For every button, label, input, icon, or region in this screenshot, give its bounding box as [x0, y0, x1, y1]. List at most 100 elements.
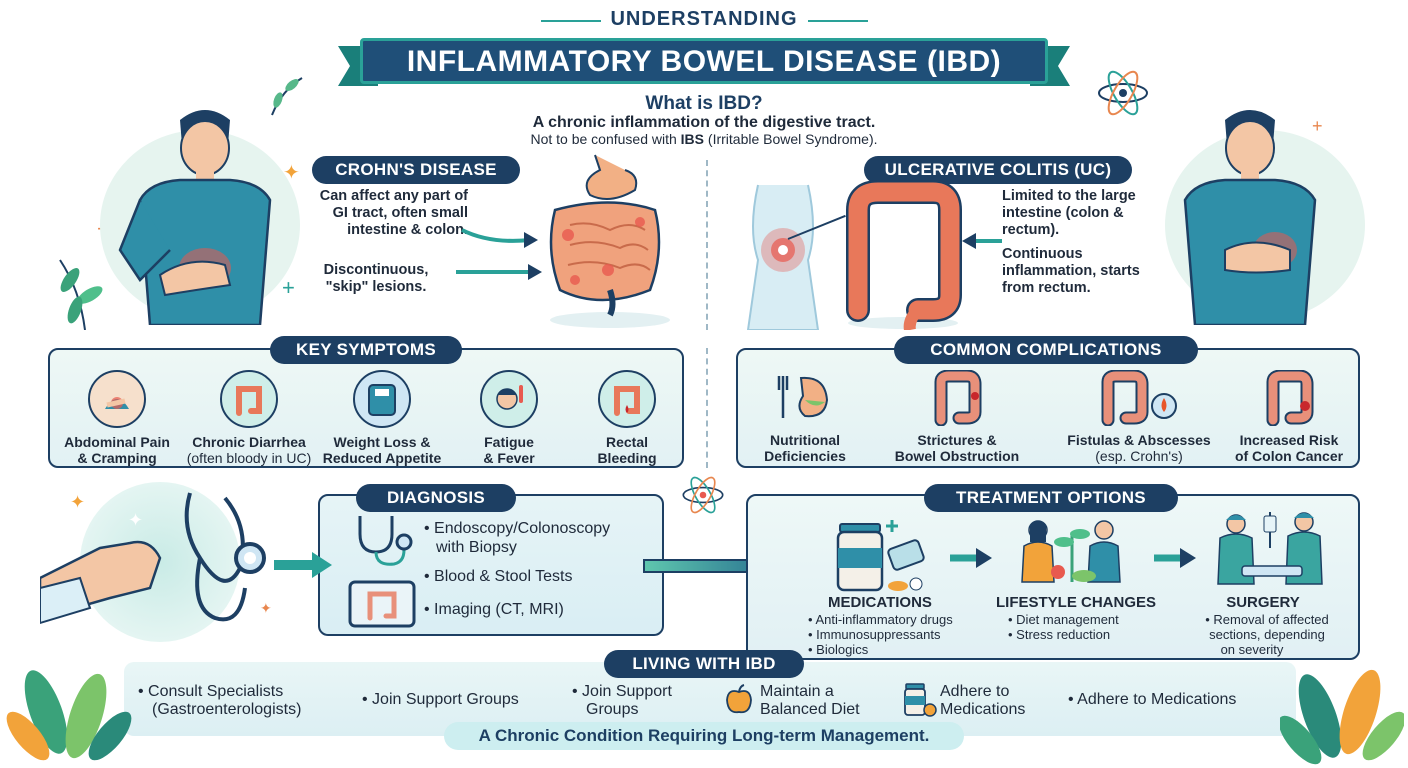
gi-tract-crohns-illustration	[549, 154, 670, 328]
symptom-line1: Weight Loss &	[333, 434, 431, 450]
colon-uc-illustration	[846, 180, 962, 330]
medication-bottle-icon	[836, 520, 925, 592]
scale-icon	[353, 370, 411, 428]
plant-right-icon	[1280, 669, 1404, 765]
arrow-right-icon	[461, 228, 538, 248]
complication-line2: (esp. Crohn's)	[1095, 448, 1183, 464]
key-symptoms-title: KEY SYMPTOMS	[270, 336, 462, 364]
leaf-icon	[59, 259, 103, 330]
symptom-line2: & Fever	[483, 450, 535, 466]
surgery-item: on severity	[1220, 642, 1284, 657]
uc-point-2: Continuous inflammation, starts from rec…	[1002, 246, 1140, 296]
arrow-right-icon	[274, 552, 332, 578]
medication-bottle-icon	[904, 683, 937, 717]
treatment-title: TREATMENT OPTIONS	[924, 484, 1178, 512]
lifestyle-title: LIFESTYLE CHANGES	[995, 594, 1156, 611]
symptom-line2: Reduced Appetite	[322, 450, 442, 466]
diagnosis-item-endoscopy-cont: with Biopsy	[436, 539, 517, 556]
living-item-support-groups: • Join Support Groups	[362, 691, 519, 709]
fork-stomach-icon	[777, 376, 829, 418]
right-person-illustration	[1155, 100, 1385, 325]
leaf-icon	[271, 77, 303, 116]
complication-line1: Fistulas & Abscesses	[1067, 432, 1211, 448]
living-item-line1: • Adhere to Medications	[1068, 691, 1237, 708]
bleeding-colon-icon	[598, 370, 656, 428]
title-ribbon	[360, 38, 1048, 84]
living-item-line1: Maintain a	[760, 683, 834, 700]
complication-fistulas: Fistulas & Abscesses (esp. Crohn's)	[1054, 370, 1224, 464]
living-item-specialists: • Consult Specialists (Gastroenterologis…	[138, 683, 301, 719]
surgery-item: • Removal of affected	[1205, 612, 1329, 627]
ulcerative-colitis-label: ULCERATIVE COLITIS (UC)	[864, 156, 1132, 184]
footer-banner: A Chronic Condition Requiring Long-term …	[444, 722, 964, 750]
atom-icon	[682, 476, 724, 514]
sparkle-icon: ✦	[128, 510, 144, 530]
header-kicker-line-left	[541, 20, 601, 22]
sparkle-icon: ✦	[260, 600, 272, 616]
living-item-line2: Groups	[586, 701, 639, 718]
medications-item: • Immunosuppressants	[808, 627, 941, 642]
symptom-line2: (often bloody in UC)	[186, 450, 312, 466]
symptom-line1: Abdominal Pain	[64, 434, 170, 450]
complication-nutritional: Nutritional Deficiencies	[730, 370, 880, 464]
symptom-chronic-diarrhea: Chronic Diarrhea (often bloody in UC)	[174, 370, 324, 466]
imaging-monitor-icon	[348, 580, 416, 628]
medications-item: • Biologics	[808, 642, 869, 657]
thermometer-face-icon	[480, 370, 538, 428]
ibs-note-suffix: (Irritable Bowel Syndrome).	[704, 131, 878, 147]
symptom-line1: Fatigue	[484, 434, 534, 450]
symptom-line1: Chronic Diarrhea	[192, 434, 306, 450]
plus-icon: +	[1312, 116, 1323, 136]
abdominal-pain-icon	[88, 370, 146, 428]
diagnosis-item-blood-tests: • Blood & Stool Tests	[424, 568, 573, 585]
section-divider	[706, 348, 708, 468]
diagnosis-title: DIAGNOSIS	[356, 484, 516, 512]
plant-left-icon	[6, 670, 132, 761]
living-item-line1: • Join Support	[572, 683, 672, 700]
complication-line1: Increased Risk	[1239, 432, 1339, 448]
left-person-illustration	[59, 100, 300, 330]
crohns-point-1: Can affect any part of GI tract, often s…	[319, 188, 468, 238]
header-kicker: UNDERSTANDING	[610, 8, 798, 30]
surgery-item: sections, depending	[1209, 627, 1325, 642]
colon-icon	[220, 370, 278, 428]
hand-stethoscope-illustration	[40, 492, 266, 625]
living-item-line2: (Gastroenterologists)	[152, 701, 302, 718]
crohns-disease-label: CROHN'S DISEASE	[312, 156, 520, 184]
complication-colon-cancer: Increased Risk of Colon Cancer	[1214, 370, 1364, 464]
lifestyle-illustration	[1021, 520, 1121, 583]
arrow-right-icon	[950, 548, 992, 568]
symptom-fatigue: Fatigue & Fever	[434, 370, 584, 466]
surgery-title: SURGERY	[1226, 594, 1300, 611]
apple-icon	[726, 684, 752, 714]
what-is-ibd-heading: What is IBD?	[645, 93, 763, 114]
living-item-support-groups-2: • Join Support Groups	[572, 683, 672, 719]
complication-line2: Deficiencies	[764, 448, 846, 464]
living-item-adhere: • Adhere to Medications	[1068, 691, 1236, 709]
stethoscope-icon	[358, 516, 413, 566]
arrow-left-icon	[962, 233, 1002, 249]
section-divider	[706, 160, 708, 330]
living-item-line1: Adhere to	[940, 683, 1010, 700]
complications-title: COMMON COMPLICATIONS	[894, 336, 1198, 364]
symptom-rectal-bleeding: Rectal Bleeding	[552, 370, 702, 466]
symptom-line2: & Cramping	[77, 450, 157, 466]
surgery-illustration	[1217, 512, 1323, 585]
ibs-note-bold: IBS	[680, 131, 705, 147]
atom-icon	[1098, 70, 1148, 116]
arrow-right-icon	[1154, 548, 1196, 568]
lifestyle-item: • Diet management	[1008, 612, 1119, 627]
complication-line2: of Colon Cancer	[1234, 448, 1344, 464]
colon-icon	[934, 370, 982, 426]
ibd-definition: A chronic inflammation of the digestive …	[532, 114, 876, 131]
diagnosis-item-endoscopy: • Endoscopy/Colonoscopy	[424, 520, 611, 537]
complication-line1: Strictures &	[917, 432, 997, 448]
symptom-weight-loss: Weight Loss & Reduced Appetite	[307, 370, 457, 466]
medications-title: MEDICATIONS	[828, 594, 932, 611]
complication-line2: Bowel Obstruction	[894, 448, 1020, 464]
plus-icon: +	[282, 275, 295, 300]
ibs-note-prefix: Not to be confused with	[530, 131, 681, 147]
living-item-line1: • Join Support Groups	[362, 691, 519, 708]
colon-icon	[1266, 370, 1314, 426]
ibs-note: Not to be confused with IBS (Irritable B…	[430, 131, 978, 147]
